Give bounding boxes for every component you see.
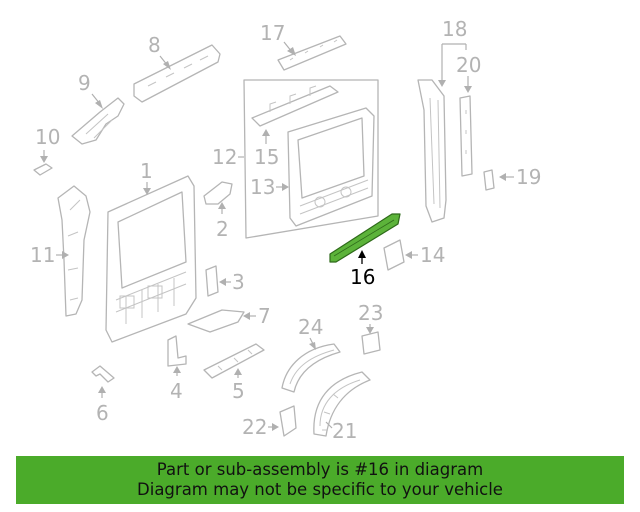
svg-text:3: 3 (232, 270, 245, 294)
svg-text:19: 19 (516, 165, 541, 189)
part-16-highlighted (329, 213, 401, 263)
callout-8: 8 (148, 33, 171, 70)
part-5 (203, 343, 265, 379)
part-24 (281, 343, 341, 393)
callout-18: 18 (438, 17, 467, 87)
callout-23: 23 (358, 301, 383, 334)
svg-text:22: 22 (242, 415, 267, 439)
part-9 (71, 97, 125, 145)
part-15 (251, 85, 339, 127)
part-7 (187, 309, 245, 333)
part-10 (33, 163, 53, 176)
svg-text:20: 20 (456, 53, 481, 77)
callout-9: 9 (78, 71, 103, 109)
svg-text:21: 21 (332, 419, 357, 443)
callout-20: 20 (456, 53, 481, 93)
info-banner: Part or sub-assembly is #16 in diagram D… (16, 456, 624, 504)
svg-text:16: 16 (350, 265, 375, 289)
svg-text:2: 2 (216, 217, 229, 241)
svg-text:24: 24 (298, 315, 323, 339)
part-17 (277, 35, 347, 71)
svg-text:10: 10 (35, 125, 60, 149)
callout-22: 22 (242, 415, 279, 439)
svg-text:6: 6 (96, 401, 109, 425)
callout-14: 14 (405, 243, 445, 267)
callout-6: 6 (96, 386, 109, 425)
callout-4: 4 (170, 366, 183, 403)
svg-text:13: 13 (250, 175, 275, 199)
callout-3: 3 (219, 270, 245, 294)
callout-16: 16 (350, 250, 375, 289)
callout-15: 15 (254, 129, 279, 169)
svg-text:17: 17 (260, 21, 285, 45)
part-19 (483, 169, 495, 191)
part-22 (279, 405, 297, 437)
part-21 (313, 371, 371, 437)
callout-13: 13 (250, 175, 289, 199)
callout-11: 11 (30, 243, 69, 267)
part-3 (205, 265, 219, 297)
callout-19: 19 (499, 165, 541, 189)
svg-text:12: 12 (212, 145, 237, 169)
part-1 (105, 175, 197, 343)
part-20 (459, 95, 473, 177)
banner-line-2: Diagram may not be specific to your vehi… (137, 480, 503, 499)
banner-line-1: Part or sub-assembly is #16 in diagram (156, 460, 484, 479)
callout-1: 1 (140, 159, 153, 195)
part-18 (417, 79, 447, 223)
svg-text:15: 15 (254, 145, 279, 169)
callout-5: 5 (232, 368, 245, 403)
svg-text:7: 7 (258, 304, 271, 328)
callout-12: 12 (212, 145, 244, 169)
svg-text:8: 8 (148, 33, 161, 57)
part-14 (383, 239, 405, 271)
svg-text:4: 4 (170, 379, 183, 403)
part-23 (361, 331, 381, 355)
part-4 (167, 335, 187, 367)
svg-text:5: 5 (232, 379, 245, 403)
callout-2: 2 (216, 202, 229, 241)
part-11 (57, 185, 91, 317)
svg-text:18: 18 (442, 17, 467, 41)
callout-7: 7 (243, 304, 271, 328)
callout-24: 24 (298, 315, 323, 350)
part-6 (91, 365, 115, 383)
svg-text:23: 23 (358, 301, 383, 325)
part-12-group (243, 79, 379, 239)
part-2 (203, 181, 233, 205)
part-8 (133, 44, 221, 103)
part-13 (287, 107, 375, 227)
svg-text:1: 1 (140, 159, 153, 183)
svg-text:11: 11 (30, 243, 55, 267)
callout-17: 17 (260, 21, 296, 56)
callout-10: 10 (35, 125, 60, 163)
callout-21: 21 (325, 419, 357, 443)
svg-text:14: 14 (420, 243, 445, 267)
svg-text:9: 9 (78, 71, 91, 95)
